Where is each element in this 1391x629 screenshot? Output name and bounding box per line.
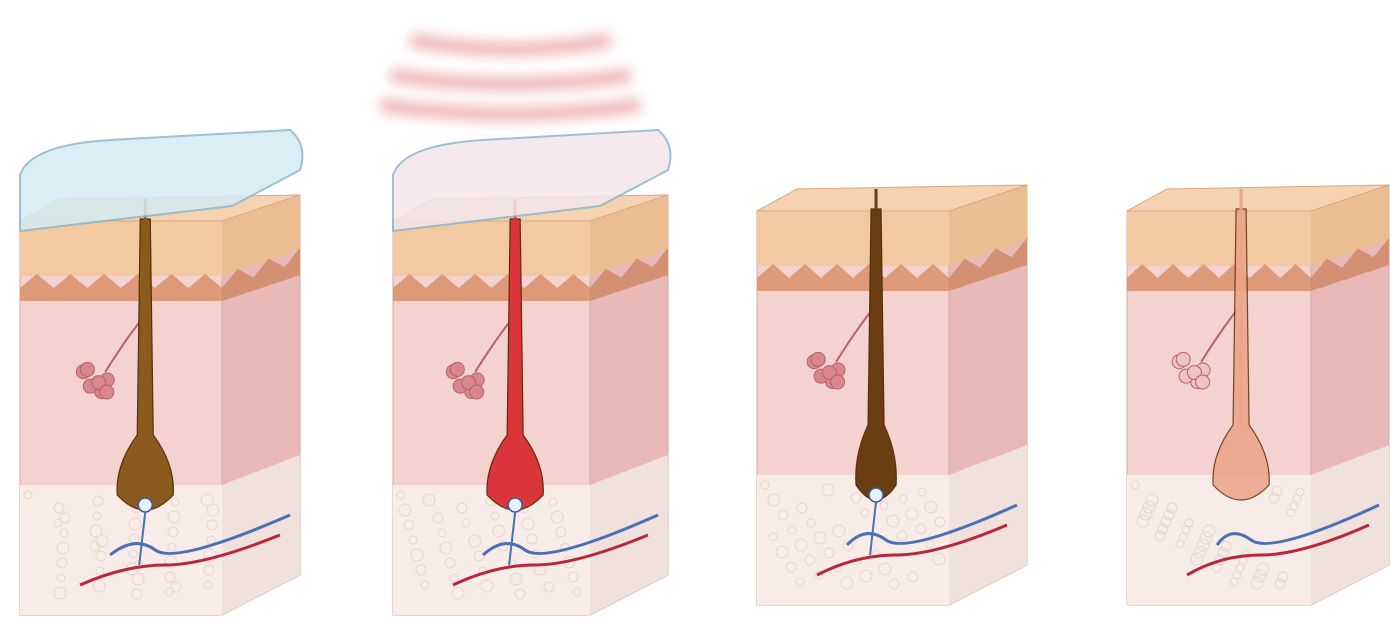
epidermis-front: [757, 211, 949, 266]
epidermis-front: [393, 221, 590, 276]
sebaceous-gland-lobe: [1196, 375, 1210, 389]
skin-block-3: [757, 185, 1027, 605]
epidermis-front: [20, 221, 222, 276]
sebaceous-gland-lobe: [450, 362, 464, 376]
skin-block-1: [20, 130, 302, 615]
sebaceous-gland-lobe: [831, 375, 845, 389]
dermal-papilla: [869, 488, 883, 502]
skin-block-4: [1127, 185, 1389, 605]
epidermis-front: [1127, 211, 1311, 266]
sebaceous-gland-lobe: [1176, 352, 1190, 366]
dermal-papilla: [508, 498, 522, 512]
sebaceous-gland-lobe: [100, 385, 114, 399]
sebaceous-gland-lobe: [811, 352, 825, 366]
light-wave: [391, 75, 631, 84]
light-energy-waves: [381, 40, 641, 114]
skin-block-2: [393, 130, 670, 615]
sebaceous-gland-lobe: [470, 385, 484, 399]
sebaceous-gland-lobe: [80, 362, 94, 376]
dermal-papilla: [138, 498, 152, 512]
light-wave: [381, 105, 641, 114]
light-wave: [411, 40, 611, 49]
